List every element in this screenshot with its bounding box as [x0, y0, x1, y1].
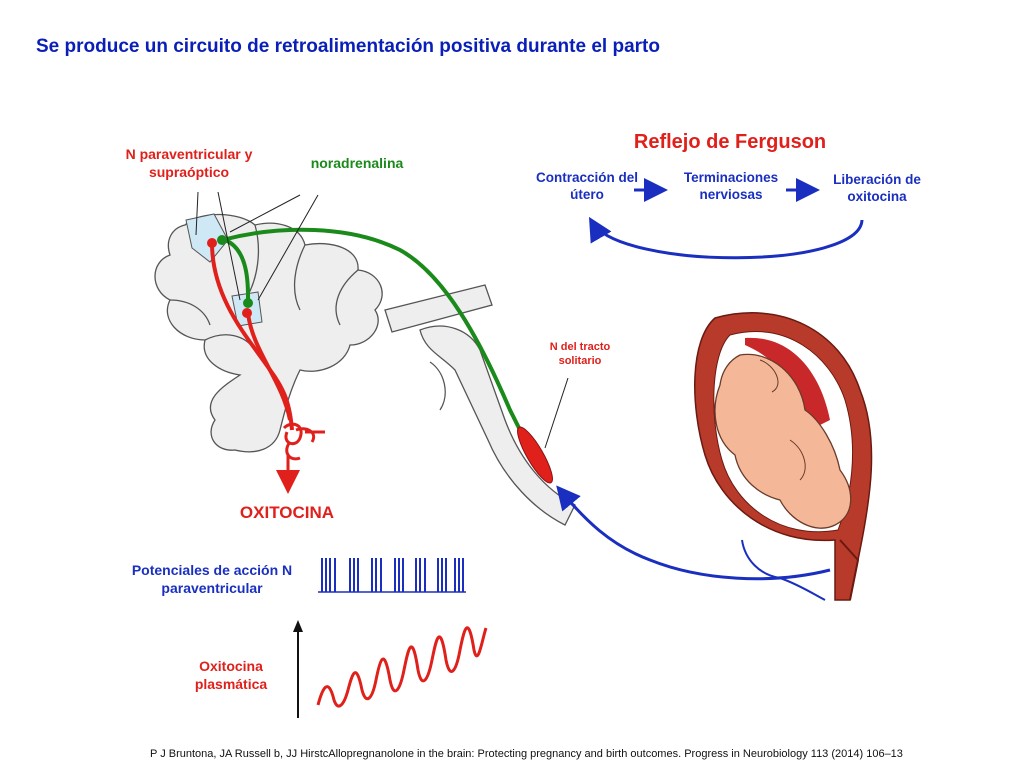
solitary-tract-label: N del tracto solitario: [549, 341, 611, 367]
solitary-tract-nucleus: [517, 426, 553, 484]
noradrenaline-pathway: [221, 227, 527, 441]
plasma-oxytocin-label: Oxitocina plasmática: [194, 658, 268, 692]
ferguson-step-contraction: Contracción del útero: [535, 170, 638, 202]
page-title: Se produce un circuito de retroalimentac…: [36, 36, 660, 57]
fetus-illustration: [714, 353, 852, 529]
paraventricular-label: N paraventricular y supraóptico: [125, 146, 253, 180]
ferguson-arrows: [588, 178, 864, 260]
oxytocin-label: OXITOCINA: [239, 503, 335, 522]
oxytocin-wave: [316, 626, 488, 708]
uterus-illustration: [694, 312, 873, 601]
noradrenaline-label: noradrenalina: [310, 155, 404, 171]
brainstem-illustration: [384, 284, 576, 526]
action-potential-trace: [318, 558, 466, 593]
citation: P J Bruntona, JA Russell b, JJ HirstcAll…: [150, 748, 903, 760]
label-pointers: [195, 191, 569, 449]
ferguson-step-nerve-endings: Terminaciones nerviosas: [683, 170, 779, 202]
ferguson-title: Reflejo de Ferguson: [633, 131, 827, 153]
action-potentials-label: Potenciales de acción N paraventricular: [131, 562, 293, 596]
brain-illustration: [154, 213, 383, 453]
ferguson-step-oxytocin-release: Liberación de oxitocina: [833, 172, 921, 204]
